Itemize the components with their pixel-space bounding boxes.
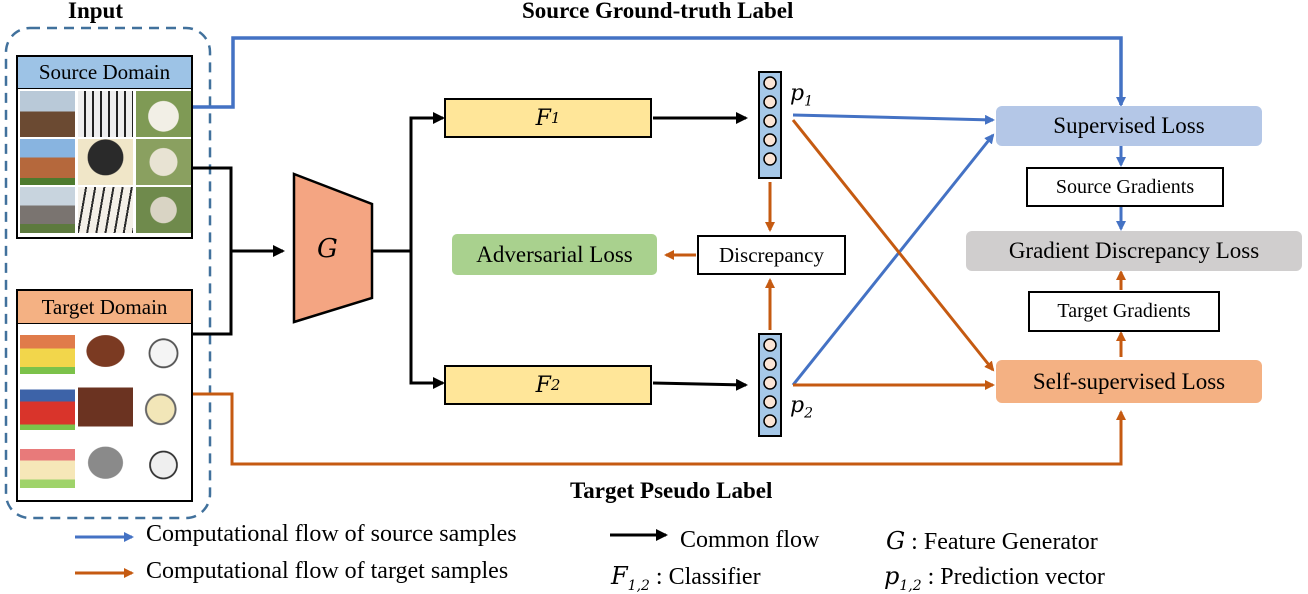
legend-prediction-desc: : Prediction vector <box>927 564 1105 590</box>
target-image-piano <box>78 442 133 488</box>
legend-classifier-subscript: 1,2 <box>627 577 650 594</box>
classifier-f1-symbol: F <box>535 105 551 131</box>
target-gradients-box: Target Gradients <box>1028 291 1220 332</box>
source-image-house <box>20 139 75 185</box>
legend-generator: G : Feature Generator <box>886 527 1098 556</box>
source-image-sheep <box>136 139 191 185</box>
adversarial-loss-box: Adversarial Loss <box>452 234 657 275</box>
source-gt-flow <box>193 36 1126 109</box>
legend-classifier-desc: : Classifier <box>655 564 761 590</box>
p1-symbol: p <box>790 81 805 106</box>
p1-subscript: 1 <box>804 93 814 110</box>
p1-label: p1 <box>790 80 813 109</box>
g-to-f1-arrow <box>409 112 445 251</box>
legend-prediction: p1,2 : Prediction vector <box>884 562 1105 594</box>
legend-prediction-symbol: p <box>884 562 900 590</box>
target-pseudo-flow <box>193 392 1126 466</box>
discrepancy-box: Discrepancy <box>697 235 846 275</box>
p2-to-supervised-arrow <box>791 133 995 386</box>
target-image-house <box>20 384 75 430</box>
input-group-outline <box>4 26 212 520</box>
legend-source-flow-text: Computational flow of source samples <box>146 521 517 547</box>
legend-generator-desc: : Feature Generator <box>911 529 1098 555</box>
classifier-f2-symbol: F <box>535 372 551 398</box>
target-image-piano <box>78 328 133 374</box>
source-domain-label: Source Domain <box>16 55 193 90</box>
legend-classifier-symbol: F <box>611 562 628 590</box>
legend-prediction-subscript: 1,2 <box>899 577 922 594</box>
p1-to-supervised-arrow <box>792 113 995 125</box>
source-image-piano <box>78 91 133 137</box>
source-domain-images <box>16 89 193 239</box>
target-image-piano <box>78 384 133 430</box>
legend-common-flow-text: Common flow <box>680 527 820 553</box>
prediction-vector-p2 <box>758 333 782 437</box>
p1-to-self-supervised-arrow <box>791 119 995 372</box>
source-gradients-box: Source Gradients <box>1026 167 1224 207</box>
p2-subscript: 2 <box>804 405 814 422</box>
target-image-sheep <box>136 328 191 374</box>
supervised-loss-box: Supervised Loss <box>996 106 1262 146</box>
generator-label: G <box>317 234 338 264</box>
source-image-piano <box>78 187 133 233</box>
target-domain-label: Target Domain <box>16 289 193 325</box>
source-image-house <box>20 187 75 233</box>
generator-shape <box>292 172 374 324</box>
classifier-f1-subscript: 1 <box>550 109 561 127</box>
source-image-sheep <box>136 187 191 233</box>
source-ground-truth-label-title: Source Ground-truth Label <box>522 0 794 23</box>
source-image-piano <box>78 139 133 185</box>
target-image-sheep <box>136 384 191 430</box>
source-image-house <box>20 91 75 137</box>
prediction-vector-p1 <box>758 71 782 179</box>
g-to-f2-arrow <box>409 251 445 389</box>
target-image-house <box>20 442 75 488</box>
p2-label: p2 <box>790 392 813 421</box>
target-image-house <box>20 328 75 374</box>
p2-symbol: p <box>790 393 805 418</box>
f2-to-p2-arrow <box>652 378 748 391</box>
target-pseudo-label-title: Target Pseudo Label <box>570 478 773 503</box>
source-image-sheep <box>136 91 191 137</box>
legend-generator-symbol: G <box>886 527 906 555</box>
source-to-g-line <box>193 166 233 251</box>
legend-target-flow-text: Computational flow of target samples <box>146 558 509 584</box>
input-title: Input <box>68 0 123 23</box>
self-supervised-loss-box: Self-supervised Loss <box>996 360 1262 403</box>
target-domain-images <box>16 324 193 502</box>
target-to-g-line <box>193 251 233 336</box>
gradient-discrepancy-loss-box: Gradient Discrepancy Loss <box>966 231 1302 271</box>
legend-classifier: F1,2 : Classifier <box>611 562 761 594</box>
classifier-f2-subscript: 2 <box>550 376 561 394</box>
target-image-sheep <box>136 442 191 488</box>
